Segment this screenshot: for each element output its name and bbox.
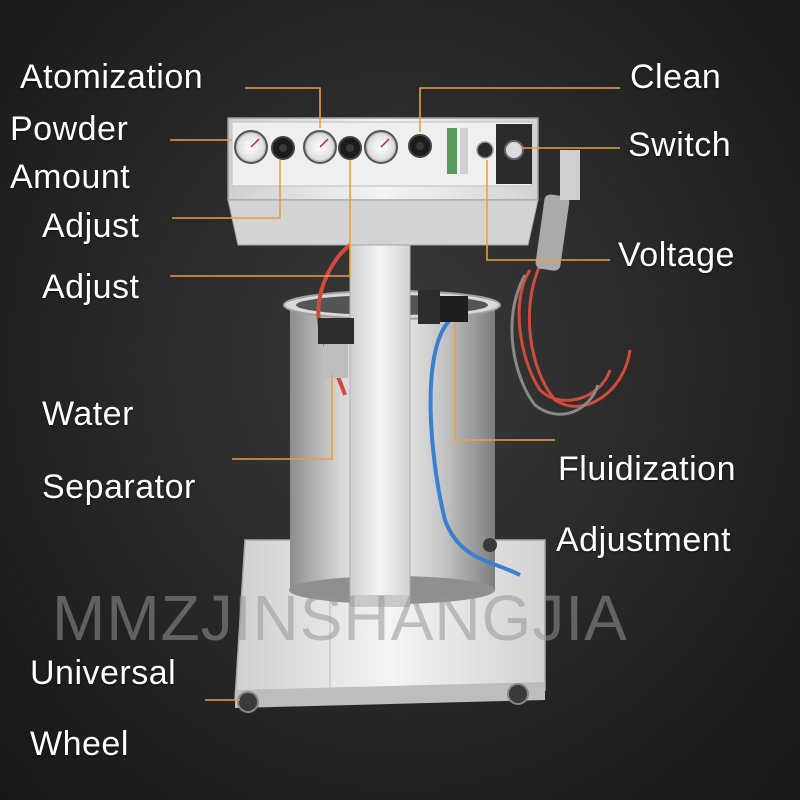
air-hoses	[316, 243, 632, 577]
water-separator-unit	[318, 290, 468, 378]
caster-wheels	[237, 538, 529, 713]
label-separator: Separator	[42, 468, 196, 506]
label-atomization: Atomization	[20, 58, 204, 96]
pressure-gauge-icon	[303, 130, 337, 164]
label-adjust-1: Adjust	[42, 207, 140, 245]
label-wheel: Wheel	[30, 725, 129, 763]
label-switch: Switch	[628, 126, 732, 164]
label-voltage: Voltage	[618, 236, 735, 274]
leader-adjust-1	[172, 160, 281, 219]
voltage-knob-icon	[476, 141, 494, 159]
label-adjust-2: Adjust	[42, 268, 140, 306]
label-universal: Universal	[30, 654, 177, 692]
adjustment-knob-icon	[408, 134, 432, 158]
spray-gun	[535, 150, 583, 271]
label-water: Water	[42, 395, 134, 433]
label-fluidization: Fluidization	[558, 450, 736, 488]
leader-adjust-2	[170, 160, 351, 277]
rocker-switch-icon	[504, 140, 524, 160]
leader-clean	[419, 87, 620, 132]
label-adjustment: Adjustment	[556, 521, 732, 559]
leader-voltage	[486, 160, 610, 261]
pressure-gauge-icon	[364, 130, 398, 164]
watermark-text: MMZJINSHANGJIA	[52, 582, 628, 654]
leader-fluidization	[454, 324, 555, 441]
support-column	[349, 189, 411, 607]
adjustment-knob-icon	[271, 136, 295, 160]
label-clean: Clean	[630, 58, 722, 96]
indicator-bar-icon	[447, 128, 468, 174]
label-amount: Amount	[10, 158, 131, 196]
pressure-gauge-icon	[234, 130, 268, 164]
leader-lines	[170, 87, 620, 701]
leader-atomization	[245, 87, 321, 128]
adjustment-knob-icon	[338, 136, 362, 160]
label-powder: Powder	[10, 110, 129, 148]
leader-water-separator	[232, 375, 333, 460]
